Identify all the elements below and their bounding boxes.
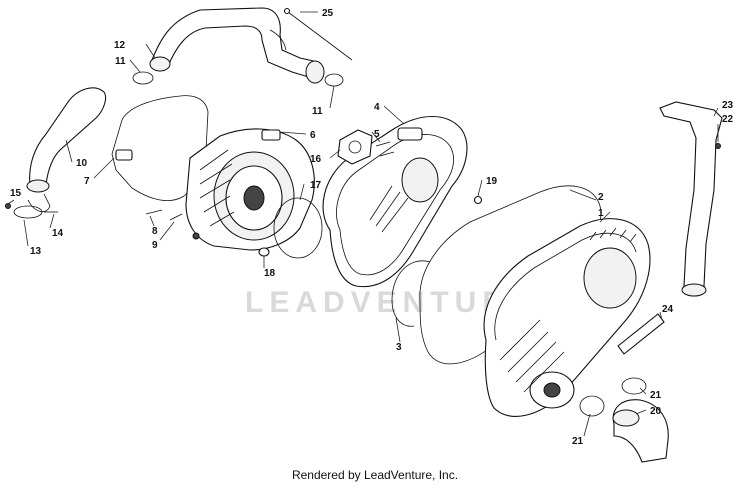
callout-14: 14 [52,228,64,239]
part-decal [617,313,665,355]
callout-5: 5 [374,129,380,140]
part-intake-duct-upper [149,7,325,84]
part-plug [258,247,270,257]
part-screws-5 [375,141,395,157]
callout-6: 6 [310,130,316,141]
part-retaining-ring [391,260,431,327]
callout-13: 13 [30,246,42,257]
callout-25: 25 [322,8,334,19]
part-clutch-cover-outer [483,218,651,417]
part-adapter-plate [337,129,373,165]
callout-24: 24 [662,304,674,315]
callout-16: 16 [310,154,322,165]
leader-lines [7,11,719,437]
part-gasket [111,95,209,201]
footer-credit: Rendered by LeadVenture, Inc. [291,468,459,482]
part-clamps-21 [579,377,647,417]
callout-19: 19 [486,176,498,187]
part-cable-tie [283,7,353,61]
callout-10: 10 [76,158,88,169]
callout-1: 1 [598,208,604,219]
callout-9: 9 [152,240,158,251]
callout-15: 15 [10,188,22,199]
part-intake-duct-lower [26,87,107,213]
part-o-ring [273,197,323,259]
callout-20: 20 [650,406,662,417]
watermark: LEADVENTURE [245,286,536,319]
part-clamp-lower-left [5,203,58,219]
callout-4: 4 [374,102,380,113]
callout-17: 17 [310,180,322,191]
callout-8: 8 [152,226,158,237]
callouts: 25 12 11 11 4 5 16 6 17 19 2 1 7 10 8 9 … [10,8,734,447]
callout-7: 7 [84,176,90,187]
callout-21-right: 21 [650,390,662,401]
callout-23: 23 [722,100,734,111]
callout-12: 12 [114,40,126,51]
callout-18: 18 [264,268,276,279]
part-clutch-cover-inner [185,128,315,251]
part-bolt-19 [473,195,483,205]
callout-11-top: 11 [115,56,126,67]
part-elbow-20 [612,399,669,463]
part-exhaust-duct [659,101,723,297]
callout-21-bottom: 21 [572,436,584,447]
callout-22: 22 [722,114,734,125]
part-bolts-8-9 [145,209,183,221]
callout-3: 3 [396,342,402,353]
callout-2: 2 [598,192,604,203]
callout-11-right: 11 [312,106,323,117]
